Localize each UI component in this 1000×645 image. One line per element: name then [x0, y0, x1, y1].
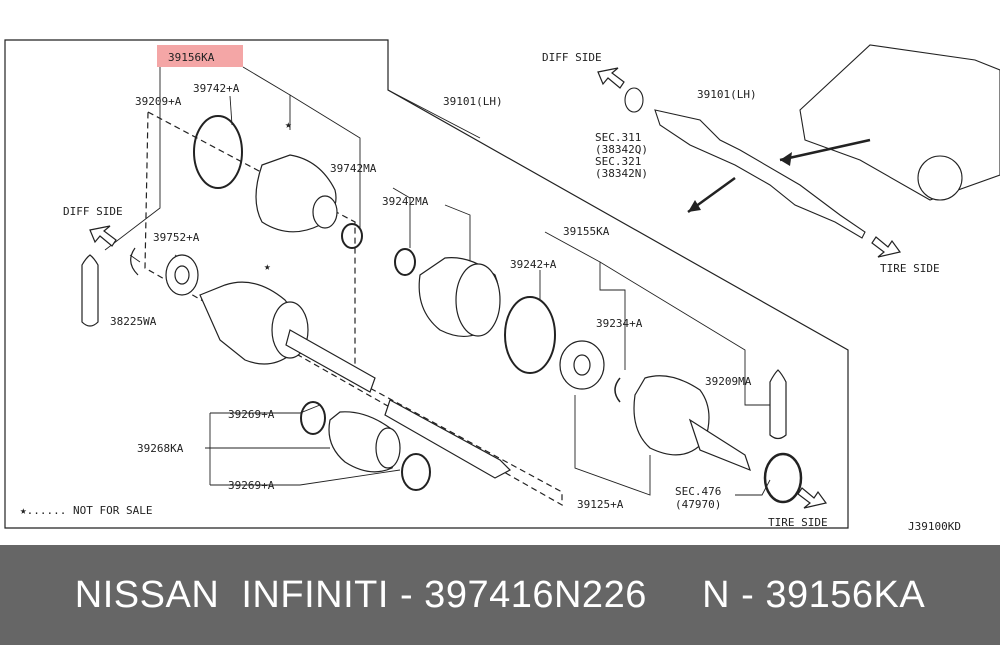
- label-sec476[interactable]: SEC.476: [675, 485, 721, 498]
- label-39242-a[interactable]: 39242+A: [510, 258, 557, 271]
- highlight-box: [157, 45, 243, 67]
- label-39234-a[interactable]: 39234+A: [596, 317, 643, 330]
- label-tire-side-right: TIRE SIDE: [880, 262, 940, 275]
- label-sec321-num[interactable]: (38342N): [595, 167, 648, 180]
- label-39269-a-bottom[interactable]: 39269+A: [228, 479, 275, 492]
- band-39242-a: [504, 296, 556, 374]
- parts-diagram: 39156KA: [4, 39, 1000, 533]
- clip-39752: [130, 247, 139, 276]
- band-39742-a: [193, 115, 243, 189]
- label-39742-a[interactable]: 39742+A: [193, 82, 240, 95]
- dashed-boundary: [144, 111, 563, 507]
- label-39752-a[interactable]: 39752+A: [153, 231, 200, 244]
- car-wheel: [917, 155, 963, 201]
- star-marker-top: ★: [285, 118, 292, 131]
- arrow-tire-side-bottom: [797, 487, 828, 509]
- label-39209-a[interactable]: 39209+A: [135, 95, 182, 108]
- footer-part-number: NISSAN INFINITI - 397416N226 N - 39156KA: [74, 573, 926, 616]
- label-39125-a[interactable]: 39125+A: [577, 498, 624, 511]
- label-sec321[interactable]: SEC.321: [595, 155, 641, 168]
- part-39156ka[interactable]: 39156KA: [168, 51, 215, 64]
- label-39268ka[interactable]: 39268KA: [137, 442, 184, 455]
- star-marker-mid: ★: [264, 260, 271, 273]
- label-sec311-num[interactable]: (38342Q): [595, 143, 648, 156]
- snap-ring-39234: [614, 377, 621, 403]
- clip-39242ma: [394, 248, 416, 276]
- label-diff-side-left: DIFF SIDE: [63, 205, 123, 218]
- label-39101-lh-left[interactable]: 39101(LH): [443, 95, 503, 108]
- label-not-for-sale: ★...... NOT FOR SALE: [20, 504, 152, 517]
- label-39101-lh-right[interactable]: 39101(LH): [697, 88, 757, 101]
- arrow-diff-side-left: [89, 225, 117, 247]
- arrow-diff-side-top: [597, 67, 625, 89]
- label-sec311[interactable]: SEC.311: [595, 131, 641, 144]
- sensor-ring-47970: [763, 452, 803, 504]
- diagram-code: J39100KD: [908, 520, 961, 533]
- footer-bar: NISSAN INFINITI - 397416N226 N - 39156KA: [0, 545, 1000, 645]
- seal-38342: [624, 87, 644, 113]
- label-sec476-num[interactable]: (47970): [675, 498, 721, 511]
- shaft-lower: [384, 399, 511, 479]
- band-39269-top: [300, 401, 326, 435]
- clip-39742ma: [341, 223, 363, 249]
- part-39209ma-tube: [769, 369, 787, 440]
- label-39742ma[interactable]: 39742MA: [330, 162, 377, 175]
- shaft-overview: [654, 109, 866, 239]
- arrow-tire-side-right: [871, 236, 902, 258]
- label-tire-side-bottom: TIRE SIDE: [768, 516, 828, 529]
- label-39269-a-top[interactable]: 39269+A: [228, 408, 275, 421]
- part-38225wa-tube: [81, 254, 99, 327]
- diagram-frame: [4, 39, 849, 529]
- label-39209ma[interactable]: 39209MA: [705, 375, 752, 388]
- car-outline: [799, 44, 1000, 201]
- shaft-upper: [285, 329, 376, 393]
- band-39269-bottom: [401, 453, 431, 491]
- label-38225wa[interactable]: 38225WA: [110, 315, 157, 328]
- label-39242ma[interactable]: 39242MA: [382, 195, 429, 208]
- label-diff-side-top: DIFF SIDE: [542, 51, 602, 64]
- label-39155ka[interactable]: 39155KA: [563, 225, 610, 238]
- pointer-arrow-1: [779, 138, 871, 162]
